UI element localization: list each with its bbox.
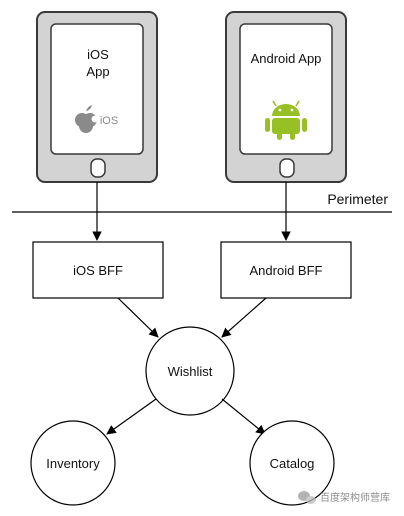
ios-bff-label: iOS BFF: [73, 263, 123, 278]
arrow-wishlist-to-inventory: [106, 398, 157, 435]
android-phone: Android App: [225, 11, 347, 183]
apple-logo-icon: [75, 105, 99, 133]
android-bff-label: Android BFF: [250, 263, 323, 278]
ios-phone-screen: [50, 23, 144, 155]
android-bff-box: Android BFF: [220, 241, 352, 299]
android-home-button: [279, 158, 295, 178]
ios-app-label-line2: App: [86, 64, 109, 79]
ios-phone: iOS App iOS: [36, 11, 158, 183]
wishlist-node: Wishlist: [145, 326, 235, 416]
catalog-label: Catalog: [270, 456, 315, 471]
inventory-node: Inventory: [30, 420, 116, 506]
android-app-label: Android App: [251, 51, 322, 66]
wishlist-label: Wishlist: [168, 364, 213, 379]
ios-app-label-line1: iOS: [87, 47, 109, 62]
arrow-android-bff-to-wishlist: [221, 297, 267, 338]
arrow-ios-bff-to-wishlist: [117, 297, 159, 338]
ios-bff-box: iOS BFF: [32, 241, 164, 299]
watermark: 百度架构师营库: [298, 491, 390, 504]
wechat-icon: [298, 491, 316, 504]
arrow-wishlist-to-catalog: [221, 398, 266, 435]
android-robot-icon: [265, 100, 307, 140]
catalog-node: Catalog: [249, 420, 335, 506]
ios-home-button: [90, 158, 106, 178]
watermark-text: 百度架构师营库: [320, 491, 390, 504]
inventory-label: Inventory: [46, 456, 100, 471]
perimeter-label: Perimeter: [327, 191, 388, 207]
android-phone-screen: [239, 23, 333, 155]
ios-logo-text: iOS: [100, 115, 118, 127]
